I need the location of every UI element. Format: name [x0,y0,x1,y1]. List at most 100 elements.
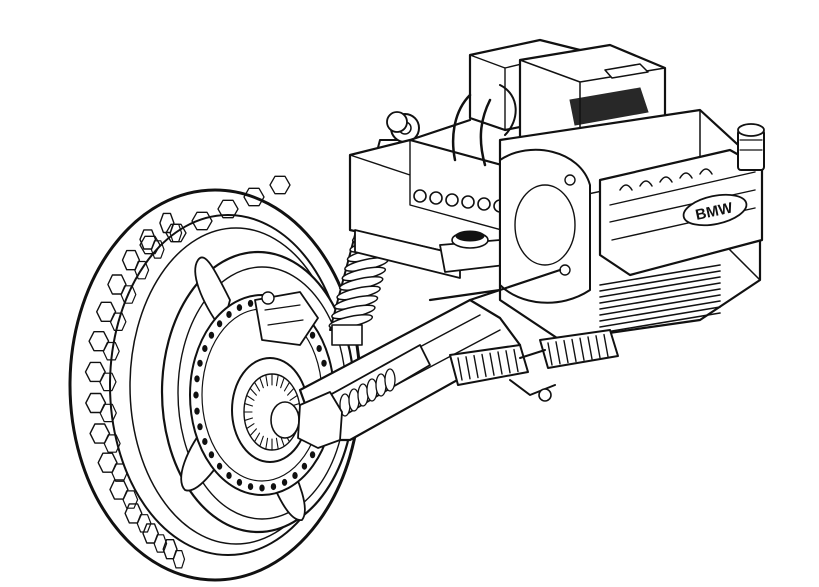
footpeg-grip-ridge [489,352,495,376]
tread-hex [134,260,150,280]
tread-hex [172,550,186,569]
disc-hole [292,472,298,480]
hub-ridge [289,394,298,401]
tread-hex [136,514,152,533]
disc-hole [208,451,215,459]
footpeg-grip-ridge [473,354,479,379]
cooling-fin [599,270,721,292]
tread-hex [109,312,127,331]
tread-hex [165,223,187,243]
disc-hole [309,451,316,459]
footpeg-grip-ridge [547,342,553,366]
footpeg-grip-ridge [497,351,503,375]
battery-cell-cap [413,189,427,203]
hub-ridge [265,374,269,387]
disc-hole [216,462,223,470]
hub-ridge [280,377,285,389]
tread-hex [150,240,165,259]
disc-hole [202,438,208,445]
disc-hole [247,299,254,307]
hub-ridge [275,437,279,450]
oil-filler-cap [737,123,765,171]
footpeg-grip-ridge [595,335,601,359]
hub-ridge [246,423,255,430]
disc-hole [202,345,208,352]
tire-tread-pattern [84,175,291,569]
wheel-hub [231,357,309,463]
tread-hex [269,175,291,195]
battery-cell-cap [429,191,443,205]
tread-hex [191,211,213,231]
tread-hex [243,187,265,207]
footpeg-grip-ridge [465,356,471,380]
tread-hex [139,235,161,255]
cooling-fin [599,276,721,298]
head-rib [619,184,633,191]
hub-ridge [283,381,291,392]
disc-hole [281,478,288,486]
disc-hole [236,304,243,312]
footpeg-grip-ridge [603,333,609,358]
disc-hole [193,391,199,399]
tread-hex [99,403,117,423]
footpeg-grip-ridge [505,350,511,374]
hub-ridge [287,387,295,396]
swingarm-driveshaft [297,298,522,449]
disc-hole [226,472,232,480]
disc-hole [226,310,232,318]
hub-ridge [249,387,257,396]
footpeg-brackets [509,349,556,402]
cooling-fin [599,288,721,310]
head-rib [679,172,693,179]
disc-hole [321,359,327,367]
disc-hole [301,462,308,470]
brake-caliper [254,291,319,346]
intake-hoses [451,84,517,167]
engine-cooling-fins [599,264,721,334]
disc-hole [247,483,254,491]
footpeg-grip-ridge [481,353,487,378]
disc-hole [236,478,243,486]
hub-ridge [265,437,269,450]
left-footpeg [449,344,529,386]
footpeg-grip-ridge [587,336,593,360]
hub-ridge [259,435,264,447]
right-footpeg [539,329,619,369]
hub-ridge [259,377,264,389]
fluid-reservoir [439,230,506,273]
battery-box [348,138,522,279]
hub-ridge [253,381,261,392]
footpeg-grip-ridge [571,338,577,363]
tread-hex [103,434,121,453]
disc-hole [197,359,203,367]
footpeg-grip-ridge [457,357,463,381]
disc-hole [259,484,265,492]
footpeg-grip-ridge [555,341,561,365]
cylinder-head-cover: BMW [598,148,764,277]
disc-hole [197,423,203,431]
tread-hex [111,463,128,482]
cooling-fin [599,294,721,316]
footpeg-grip-ridge [563,339,569,364]
hub-ridge [244,417,254,422]
hub-ridge [244,402,254,407]
driveshaft-ring [384,368,396,392]
footpeg-grip-ridge [579,337,585,361]
disc-hole [270,483,277,491]
disc-hole [309,331,316,339]
disc-hole [316,345,322,352]
hub-ridge [253,432,261,443]
footpeg-grip-ridge [513,348,519,373]
battery-cell-cap [445,193,459,207]
head-rib [659,176,673,183]
hub-ridge [249,428,257,437]
disc-hole [194,407,200,415]
tread-hex [102,341,120,361]
tread-hex [99,372,117,392]
cooling-fin [599,264,721,286]
disc-hole [216,320,223,328]
frame-tubes [408,118,562,302]
tread-hex [120,285,137,304]
